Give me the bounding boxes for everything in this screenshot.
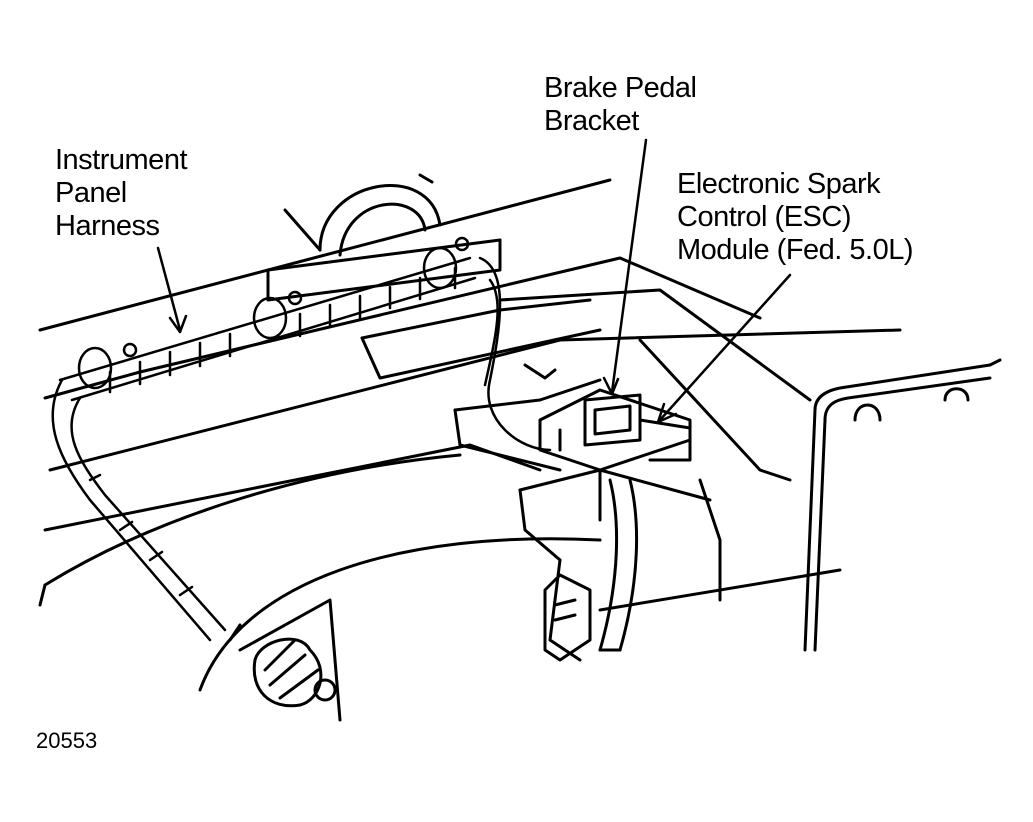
instrument-panel-harness — [51, 236, 552, 642]
lower-arc-and-connector — [198, 537, 602, 722]
leader-instrument-panel-harness — [156, 246, 182, 332]
esc-module — [583, 393, 692, 462]
brake-pedal-bracket-label: Brake Pedal Bracket — [544, 72, 697, 137]
figure-number: 20553 — [36, 728, 98, 753]
leader-esc-module-arrow — [656, 402, 678, 424]
instrument-panel-harness-label: Instrument Panel Harness — [55, 144, 188, 242]
leader-instrument-panel-harness-arrow — [168, 314, 188, 334]
firewall-and-door-frame — [498, 288, 1002, 652]
steering-column-hump — [283, 173, 442, 257]
callout-leader-lines — [156, 138, 792, 424]
leader-esc-module — [658, 273, 792, 422]
leader-brake-pedal-bracket-arrow — [602, 376, 620, 396]
esc-module-label: Electronic Spark Control (ESC) Module (F… — [677, 168, 914, 266]
leader-brake-pedal-bracket — [610, 138, 648, 394]
